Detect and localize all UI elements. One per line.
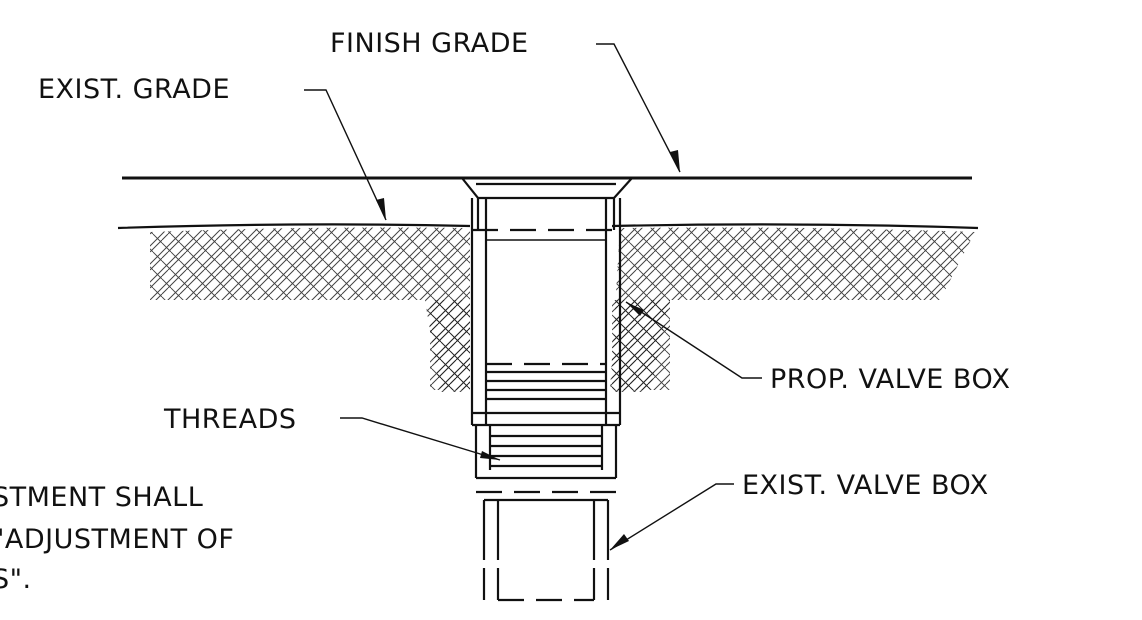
leader-exist-valve-box [609, 483, 734, 551]
exist-valve-box [474, 425, 618, 602]
note-line-2: "ADJUSTMENT OF [0, 524, 234, 555]
leader-finish-grade [596, 43, 681, 173]
note-line-1: STMENT SHALL [0, 482, 203, 513]
label-finish-grade: FINISH GRADE [330, 28, 529, 59]
existing-grade-line [117, 223, 979, 230]
leader-prop-valve-box [625, 301, 762, 379]
prop-box-threads [472, 370, 620, 427]
label-exist-valve-box: EXIST. VALVE BOX [742, 470, 989, 501]
label-threads: THREADS [163, 404, 297, 435]
note-line-3: S". [0, 564, 32, 595]
leader-threads [340, 417, 501, 461]
soil-hatch-center-left [425, 300, 470, 392]
soil-hatch [150, 227, 470, 390]
leader-exist-grade [304, 89, 387, 221]
soil-hatch-right [610, 227, 975, 390]
soil-hatch-center-right [612, 300, 670, 392]
label-prop-valve-box: PROP. VALVE BOX [770, 364, 1011, 395]
label-exist-grade: EXIST. GRADE [38, 74, 230, 105]
